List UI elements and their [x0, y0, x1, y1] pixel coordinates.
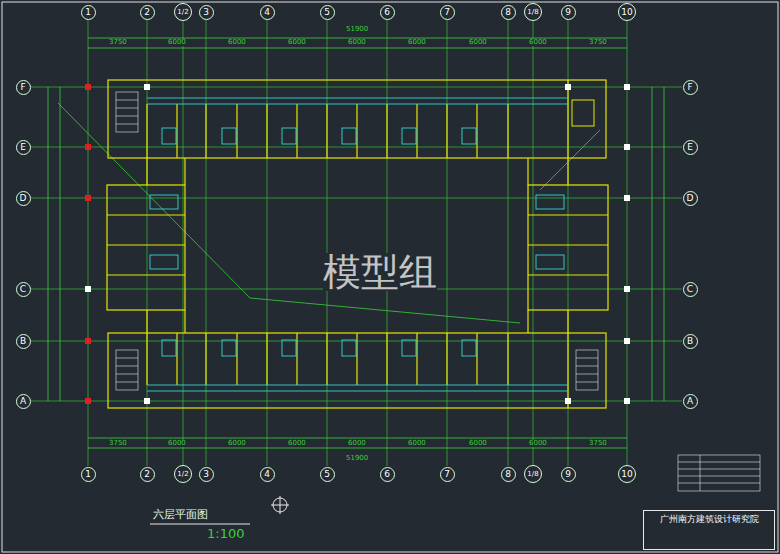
axis-bubble: 6 — [380, 5, 395, 20]
axis-label: 10 — [621, 469, 632, 479]
axis-label: 9 — [565, 7, 571, 17]
dimension: 6000 — [348, 440, 366, 447]
axis-label: 1/2 — [177, 470, 188, 478]
axis-bubble: E — [683, 140, 698, 155]
axis-bubble: 7 — [440, 467, 455, 482]
axis-label: 2 — [144, 469, 150, 479]
axis-bubble: D — [16, 191, 31, 206]
axis-bubble: 1 — [81, 5, 96, 20]
axis-label: 6 — [384, 469, 390, 479]
dimension: 6000 — [288, 39, 306, 46]
axis-label: D — [20, 193, 27, 203]
axis-bubble: C — [16, 282, 31, 297]
dimension: 3750 — [589, 440, 607, 447]
axis-bubble: D — [683, 191, 698, 206]
axis-label: D — [687, 193, 694, 203]
axis-bubble: 8 — [501, 467, 516, 482]
dimension: 51900 — [346, 26, 368, 33]
dimension: 3750 — [589, 39, 607, 46]
axis-label: 1/8 — [527, 8, 538, 16]
axis-label: C — [687, 284, 693, 294]
dimension: 6000 — [529, 440, 547, 447]
axis-bubble: 8 — [501, 5, 516, 20]
axis-bubble: 1/2 — [174, 3, 192, 21]
axis-bubble: 2 — [140, 5, 155, 20]
axis-label: 5 — [324, 469, 330, 479]
axis-label: B — [687, 336, 693, 346]
axis-bubble: F — [683, 80, 698, 95]
dimension: 3750 — [109, 440, 127, 447]
dimension: 51900 — [346, 455, 368, 462]
dimension: 6000 — [408, 39, 426, 46]
dimension: 6000 — [529, 39, 547, 46]
axis-bubble: C — [683, 282, 698, 297]
drawing-title: 六层平面图 — [153, 509, 208, 520]
axis-label: E — [20, 142, 26, 152]
axis-bubble: 3 — [199, 467, 214, 482]
axis-bubble: 1/8 — [524, 3, 542, 21]
axis-label: 4 — [264, 7, 270, 17]
dimension: 6000 — [469, 440, 487, 447]
firm-name: 广州南方建筑设计研究院 — [660, 514, 759, 524]
axis-label: 8 — [505, 469, 511, 479]
scale-label: 1:100 — [207, 527, 244, 540]
axis-label: 3 — [203, 7, 209, 17]
dimension: 6000 — [228, 39, 246, 46]
axis-label: 5 — [324, 7, 330, 17]
axis-label: 6 — [384, 7, 390, 17]
axis-bubble: 1/2 — [174, 465, 192, 483]
axis-label: 1/8 — [527, 470, 538, 478]
axis-label: F — [20, 82, 25, 92]
axis-bubble: 9 — [561, 467, 576, 482]
axis-label: 1 — [85, 7, 91, 17]
title-block: 广州南方建筑设计研究院 — [643, 510, 775, 550]
axis-label: 10 — [621, 7, 632, 17]
axis-bubble: 1/8 — [524, 465, 542, 483]
axis-label: F — [687, 82, 692, 92]
axis-bubble: B — [683, 334, 698, 349]
dimension: 6000 — [469, 39, 487, 46]
axis-bubble: 10 — [618, 465, 636, 483]
dimension: 6000 — [348, 39, 366, 46]
axis-bubble: 10 — [618, 3, 636, 21]
axis-bubble: 5 — [320, 467, 335, 482]
dimension: 6000 — [168, 39, 186, 46]
axis-label: E — [687, 142, 693, 152]
axis-label: 2 — [144, 7, 150, 17]
dimension: 6000 — [408, 440, 426, 447]
axis-bubble: 7 — [440, 5, 455, 20]
axis-bubble: 5 — [320, 5, 335, 20]
axis-label: 9 — [565, 469, 571, 479]
axis-bubble: B — [16, 334, 31, 349]
dimension: 3750 — [109, 39, 127, 46]
axis-label: A — [687, 396, 693, 406]
axis-label: 1 — [85, 469, 91, 479]
dimension: 6000 — [168, 440, 186, 447]
axis-bubble: 9 — [561, 5, 576, 20]
axis-bubble: 6 — [380, 467, 395, 482]
axis-label: B — [20, 336, 26, 346]
axis-bubble: A — [683, 394, 698, 409]
axis-label: 7 — [444, 469, 450, 479]
axis-bubble: 3 — [199, 5, 214, 20]
dimension: 6000 — [228, 440, 246, 447]
axis-bubble: 4 — [260, 5, 275, 20]
dimension: 6000 — [288, 440, 306, 447]
axis-label: 7 — [444, 7, 450, 17]
axis-bubble: E — [16, 140, 31, 155]
axis-label: 4 — [264, 469, 270, 479]
axis-bubble: 4 — [260, 467, 275, 482]
axis-label: C — [20, 284, 26, 294]
axis-bubble: 1 — [81, 467, 96, 482]
axis-label: 8 — [505, 7, 511, 17]
axis-bubble: 2 — [140, 467, 155, 482]
axis-bubble: F — [16, 80, 31, 95]
axis-label: 3 — [203, 469, 209, 479]
axis-label: 1/2 — [177, 8, 188, 16]
watermark: 模型组 — [323, 253, 437, 291]
axis-label: A — [20, 396, 26, 406]
axis-bubble: A — [16, 394, 31, 409]
